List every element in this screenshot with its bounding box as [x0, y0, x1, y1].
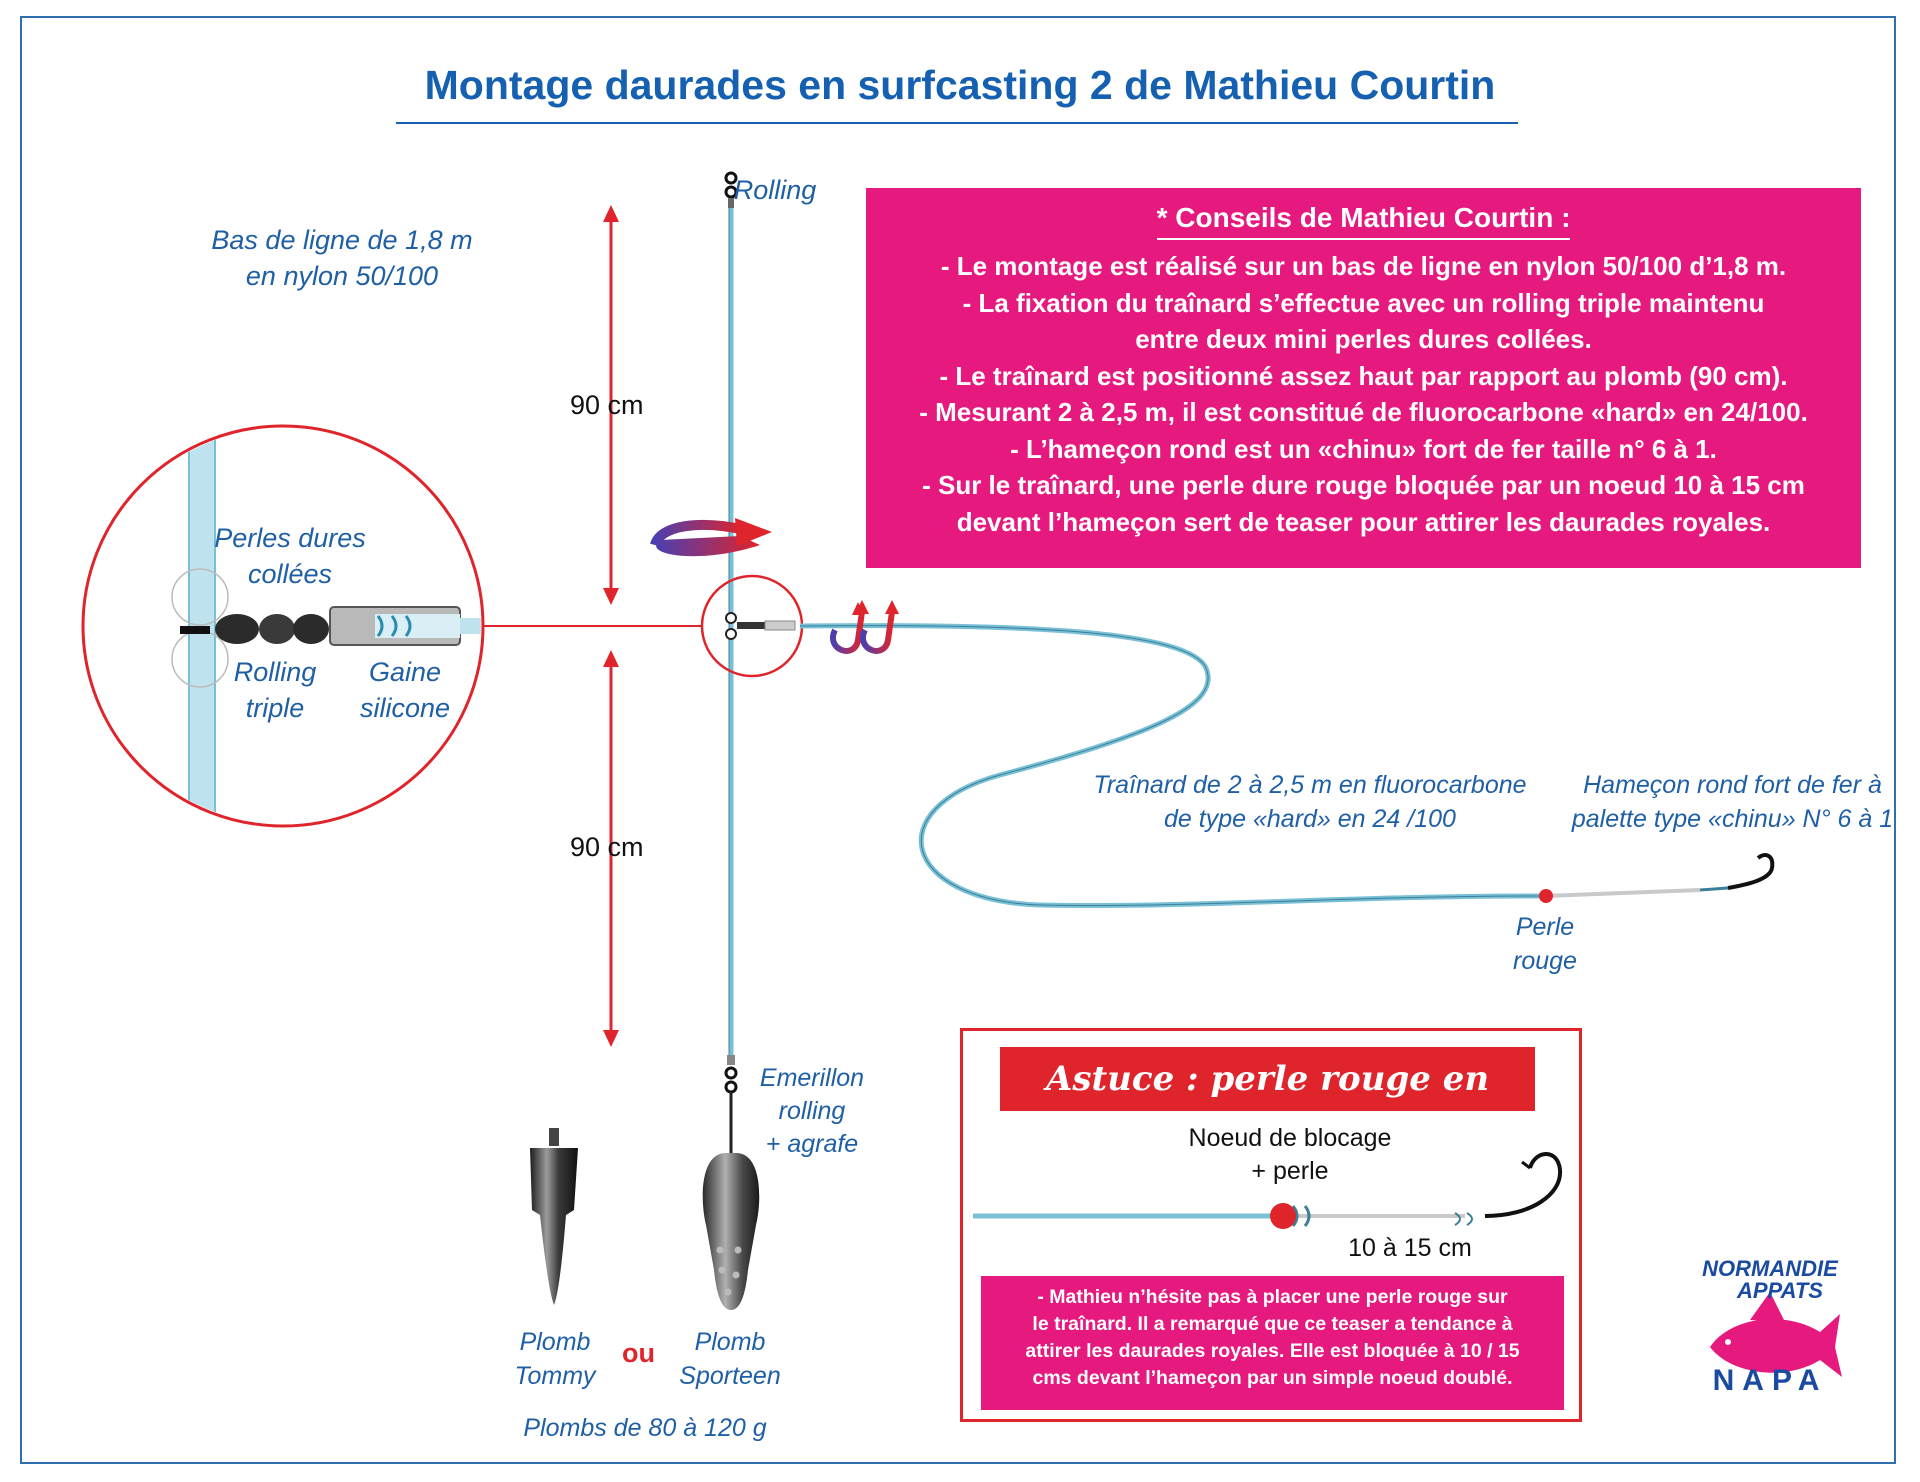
logo-line3: NAPA — [1712, 1364, 1828, 1397]
conseils-line: - Le traînard est positionné assez haut … — [939, 360, 1788, 391]
perles-dures-label: Perles dures collées — [214, 523, 366, 589]
conseils-line: - L’hameçon rond est un «chinu» fort de … — [1010, 433, 1717, 464]
ou-label: ou — [622, 1338, 655, 1368]
plomb-sporteen-label: Plomb Sporteen — [679, 1328, 781, 1390]
hook-main — [1727, 853, 1775, 890]
conseils-line: - La fixation du traînard s’effectue ave… — [962, 287, 1765, 318]
astuce-title: Astuce : perle rouge en teaser ! — [1000, 1047, 1535, 1163]
plomb-tommy — [530, 1128, 578, 1305]
gaine-silicone-label: Gaine silicone — [359, 657, 451, 723]
top-rolling-swivel — [724, 171, 738, 208]
plomb-tommy-label: Plomb Tommy — [514, 1328, 596, 1390]
astuce-text: - Mathieu n’hésite pas à placer une perl… — [981, 1276, 1564, 1410]
emerillon-label: Emerillon rolling + agrafe — [759, 1064, 865, 1158]
page-title: Montage daurades en surfcasting 2 de Mat… — [424, 62, 1496, 108]
dimension-top-label: 90 cm — [570, 390, 644, 420]
fish-icon — [1710, 1292, 1842, 1377]
trainard-label: Traînard de 2 à 2,5 m en fluorocarbone d… — [1093, 771, 1527, 833]
title-underline — [396, 122, 1518, 124]
normandie-appats-logo: NORMANDIE APPATS NAPA — [1690, 1252, 1850, 1402]
twist-arrows — [830, 600, 899, 654]
rotation-arrow — [650, 518, 772, 557]
noeud-label: Noeud de blocage + perle — [1188, 1124, 1392, 1185]
dimension-bottom-label: 90 cm — [570, 832, 644, 862]
astuce-hook — [1484, 1152, 1563, 1218]
bas-de-ligne-label: Bas de ligne de 1,8 m en nylon 50/100 — [211, 225, 473, 291]
conseils-line: devant l’hameçon sert de teaser pour att… — [956, 506, 1771, 537]
trainard-line — [799, 623, 1546, 908]
logo-line1: NORMANDIE — [1702, 1256, 1838, 1281]
distance-label: 10 à 15 cm — [1348, 1234, 1472, 1262]
plombs-poids-label: Plombs de 80 à 120 g — [523, 1414, 767, 1442]
zoom-circle-large — [81, 424, 485, 828]
bottom-swivel — [724, 1055, 738, 1155]
triple-rolling-swivel — [725, 612, 796, 640]
plomb-sporteen — [702, 1153, 760, 1310]
red-bead — [1539, 889, 1553, 903]
conseils-box: * Conseils de Mathieu Courtin : - Le mon… — [866, 188, 1861, 568]
conseils-line: - Mesurant 2 à 2,5 m, il est constitué d… — [919, 397, 1808, 427]
astuce-box — [960, 1028, 1582, 1422]
astuce-red-bead — [1270, 1203, 1296, 1229]
conseils-line: entre deux mini perles dures collées. — [1135, 324, 1592, 354]
hamecon-label: Hameçon rond fort de fer à palette type … — [1571, 771, 1894, 833]
rolling-top-label: Rolling — [733, 175, 817, 205]
page-frame — [20, 16, 1896, 1464]
conseils-line: - Le montage est réalisé sur un bas de l… — [940, 251, 1787, 281]
conseils-heading: * Conseils de Mathieu Courtin : — [1156, 202, 1571, 240]
rolling-triple-label: Rolling triple — [233, 657, 317, 723]
perle-rouge-label: Perle rouge — [1513, 913, 1577, 975]
conseils-line: - Sur le traînard, une perle dure rouge … — [922, 470, 1805, 500]
logo-line2: APPATS — [1737, 1278, 1823, 1303]
